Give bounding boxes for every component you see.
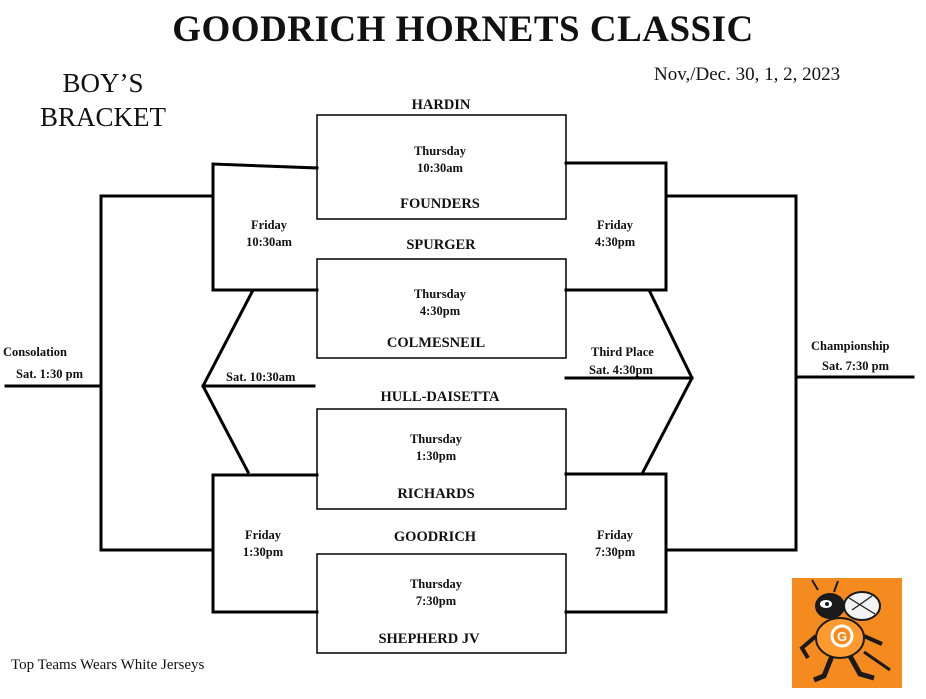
logo-g-letter: G <box>837 629 847 644</box>
bracket-right-top <box>564 161 668 292</box>
bracket-consolation-outer <box>99 194 215 552</box>
round-right-top-day: Friday <box>596 218 634 232</box>
round-left-top-day: Friday <box>250 218 288 232</box>
game-3-day: Thursday <box>409 432 463 446</box>
hornet-logo: G <box>792 578 902 688</box>
bracket-subtitle: BOY’S BRACKET <box>28 66 178 134</box>
championship-label: Championship <box>811 339 890 353</box>
consolation-label: Consolation <box>3 345 67 359</box>
game-1-schedule: Thursday 10:30am <box>380 143 500 177</box>
bracket-right-bottom <box>564 472 668 614</box>
logo-emblem <box>830 624 854 648</box>
consolation-time: Sat. 1:30 pm <box>16 367 84 381</box>
round-right-bottom: Friday 7:30pm <box>575 527 655 561</box>
subtitle-line-2: BRACKET <box>39 102 166 132</box>
game-3-schedule: Thursday 1:30pm <box>376 431 496 465</box>
team-bottom-game-4: SHEPHERD JV <box>378 631 480 647</box>
game-2-day: Thursday <box>413 287 467 301</box>
game-4-day: Thursday <box>409 577 463 591</box>
team-top-game-4: GOODRICH <box>393 529 477 545</box>
game-1-time: 10:30am <box>417 161 463 175</box>
bracket-left-top <box>211 162 319 292</box>
team-top-game-1: HARDIN <box>411 97 471 113</box>
logo-antennae <box>811 579 839 593</box>
team-bottom-game-3: RICHARDS <box>397 486 475 502</box>
jersey-note: Top Teams Wears White Jerseys <box>11 657 205 673</box>
logo-stinger <box>863 650 891 672</box>
round-right-bottom-day: Friday <box>596 528 634 542</box>
round-left-bottom: Friday 1:30pm <box>223 527 303 561</box>
logo-pupil <box>825 602 829 606</box>
round-left-bottom-time: 1:30pm <box>242 545 284 559</box>
bracket-championship-outer <box>664 194 798 552</box>
championship-time: Sat. 7:30 pm <box>822 359 890 373</box>
game-2-schedule: Thursday 4:30pm <box>380 286 500 320</box>
game-1-day: Thursday <box>413 144 467 158</box>
logo-arm-left <box>799 634 818 660</box>
round-right-bottom-time: 7:30pm <box>594 545 636 559</box>
round-left-bottom-day: Friday <box>244 528 282 542</box>
page-title: GOODRICH HORNETS CLASSIC <box>172 9 754 50</box>
logo-wing-veins <box>848 595 876 615</box>
logo-legs <box>813 654 875 683</box>
round-left-top-time: 10:30am <box>246 235 292 249</box>
game-4-schedule: Thursday 7:30pm <box>376 576 496 610</box>
third-place-label: Third Place <box>591 345 654 359</box>
round-right-top: Friday 4:30pm <box>575 217 655 251</box>
team-bottom-game-2: COLMESNEIL <box>386 335 486 351</box>
team-top-game-2: SPURGER <box>406 237 476 253</box>
team-bottom-game-1: FOUNDERS <box>400 196 480 212</box>
consolation-semi-time: Sat. 10:30am <box>226 370 296 384</box>
logo-arm-right <box>863 634 883 646</box>
bracket-third-place <box>640 289 694 475</box>
subtitle-line-1: BOY’S <box>62 68 144 98</box>
bracket-left-bottom <box>211 473 319 614</box>
game-2-time: 4:30pm <box>419 304 461 318</box>
third-place-time: Sat. 4:30pm <box>589 363 653 377</box>
game-box-2 <box>316 258 567 359</box>
game-4-time: 7:30pm <box>415 594 457 608</box>
game-box-4 <box>316 553 567 654</box>
team-top-game-3: HULL-DAISETTA <box>380 389 500 405</box>
game-3-time: 1:30pm <box>415 449 457 463</box>
game-box-3 <box>316 408 567 510</box>
tournament-dates: Nov,/Dec. 30, 1, 2, 2023 <box>654 64 841 85</box>
round-left-top: Friday 10:30am <box>229 217 309 251</box>
round-right-top-time: 4:30pm <box>594 235 636 249</box>
